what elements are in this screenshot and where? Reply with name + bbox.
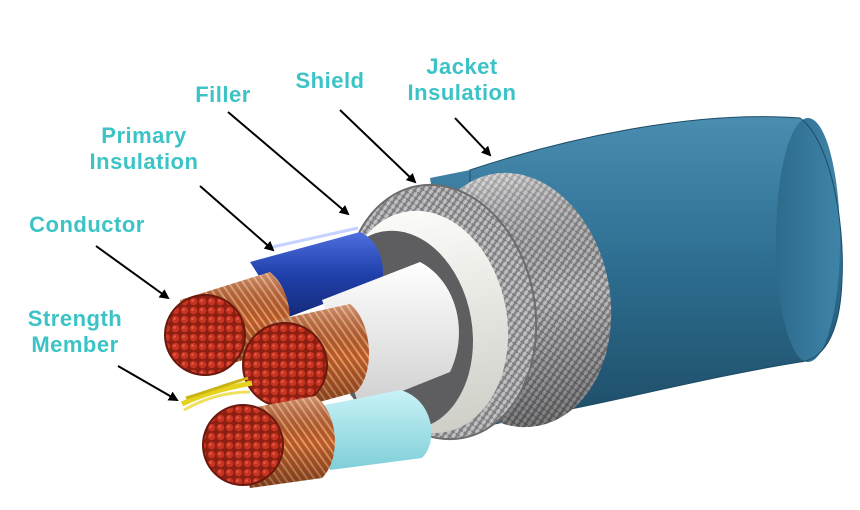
label-filler: Filler xyxy=(195,82,251,107)
label-strength-member: Strength Member xyxy=(14,306,136,358)
leader-arrows xyxy=(95,109,492,401)
label-jacket-insulation: Jacket Insulation xyxy=(388,54,536,106)
label-strength-line2: Member xyxy=(31,332,119,357)
strength-member xyxy=(180,376,253,412)
label-conductor: Conductor xyxy=(29,212,145,237)
arrow-icon xyxy=(199,185,275,252)
label-primary-insulation: Primary Insulation xyxy=(72,123,216,175)
arrow-icon xyxy=(227,111,350,216)
conductors xyxy=(164,272,369,488)
arrow-icon xyxy=(454,117,492,157)
arrow-icon xyxy=(117,365,179,401)
label-shield: Shield xyxy=(295,68,365,93)
arrow-icon xyxy=(339,109,417,184)
arrow-icon xyxy=(95,245,170,300)
label-primary-line2: Insulation xyxy=(89,149,199,174)
label-jacket-line1: Jacket xyxy=(426,54,498,79)
label-jacket-line2: Insulation xyxy=(407,80,517,105)
label-strength-line1: Strength xyxy=(27,306,123,331)
label-primary-line1: Primary xyxy=(101,123,187,148)
